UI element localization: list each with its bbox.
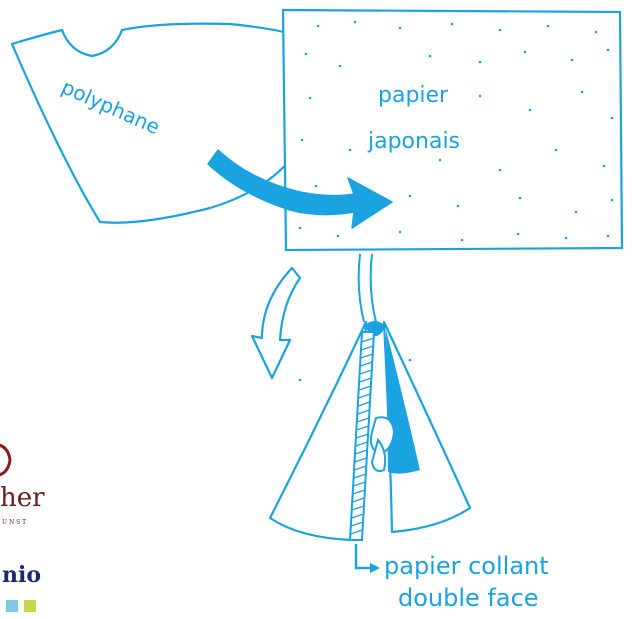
hatch-line: [351, 505, 365, 511]
logo-1: her U N S T: [0, 443, 45, 526]
hatch-line: [351, 513, 364, 519]
fold-down-arrow: [250, 266, 302, 380]
hatch-line: [357, 409, 370, 415]
hatch-line: [353, 473, 367, 479]
hatch-line: [356, 417, 370, 423]
paper-dot: [574, 210, 578, 214]
hatch-line: [352, 497, 365, 503]
paper-dot: [298, 378, 302, 382]
paper-dot: [606, 234, 610, 238]
hatch-line: [361, 337, 374, 343]
paper-dot: [498, 28, 502, 32]
tape-label-line2: double face: [398, 584, 539, 612]
paper-dot: [338, 64, 342, 68]
paper-dot: [523, 50, 527, 54]
paper-dot: [580, 90, 584, 94]
logo-2-text: nio: [2, 562, 41, 588]
hatch-line: [360, 361, 373, 367]
hatch-line: [354, 457, 367, 463]
paper-dot: [398, 230, 402, 234]
hatch-line: [359, 369, 373, 375]
hatch-line: [356, 425, 369, 431]
hanging-string: [357, 253, 377, 323]
paper-dot: [516, 232, 520, 236]
paper-dot: [570, 58, 574, 62]
tape-pointer: [354, 544, 372, 570]
tape-label-line1: papier collant: [384, 552, 549, 580]
hatch-line: [350, 521, 364, 527]
paper-dot: [518, 196, 522, 200]
hatch-line: [358, 385, 372, 391]
paper-dot: [610, 116, 614, 120]
paper-dot: [348, 148, 352, 152]
paper-dot: [594, 30, 598, 34]
hatch-line: [354, 465, 367, 471]
hatch-line: [352, 489, 366, 495]
japonais-label: japonais: [367, 129, 460, 154]
paper-dot: [304, 52, 308, 56]
hatch-line: [350, 529, 363, 535]
hatch-line: [360, 353, 373, 359]
paper-dot: [438, 158, 442, 162]
hatch-line: [359, 377, 372, 383]
tape-hatching: [350, 337, 374, 535]
knot-loop: [370, 437, 387, 472]
paper-dot: [610, 198, 614, 202]
hatch-line: [353, 481, 366, 487]
paper-dot: [353, 20, 357, 24]
paper-dot: [408, 194, 412, 198]
cone-inner-shade: [386, 330, 420, 474]
paper-dot: [478, 94, 482, 98]
paper-dot: [478, 60, 482, 64]
paper-dot: [564, 236, 568, 240]
paper-dot: [314, 184, 318, 188]
logo-2: nio: [2, 562, 41, 612]
paper-dot: [428, 54, 432, 58]
paper-dot: [398, 26, 402, 30]
paper-dot: [528, 108, 532, 112]
paper-dot: [308, 96, 312, 100]
paper-dot: [456, 204, 460, 208]
paper-dot: [554, 148, 558, 152]
paper-dot: [298, 226, 302, 230]
paper-dot: [408, 358, 412, 362]
paper-dot: [450, 22, 454, 26]
paper-dot: [546, 24, 550, 28]
paper-dot: [336, 234, 340, 238]
hatch-line: [357, 401, 371, 407]
hatch-line: [358, 393, 371, 399]
paper-dot: [602, 164, 606, 168]
tape-pointer-head: [370, 563, 380, 573]
hatch-line: [355, 433, 369, 439]
hatch-line: [354, 449, 368, 455]
paper-dot: [316, 24, 320, 28]
paper-dot: [460, 238, 464, 242]
paper-dot: [606, 48, 610, 52]
hatch-line: [355, 441, 368, 447]
logo-1-subtext: U N S T: [2, 519, 26, 526]
paper-dot: [300, 138, 304, 142]
combine-arrow: [207, 149, 393, 229]
hatch-line: [360, 345, 374, 351]
paper-dot: [498, 168, 502, 172]
logo-1-text: her: [0, 483, 45, 513]
papier-label: papier: [378, 83, 449, 108]
